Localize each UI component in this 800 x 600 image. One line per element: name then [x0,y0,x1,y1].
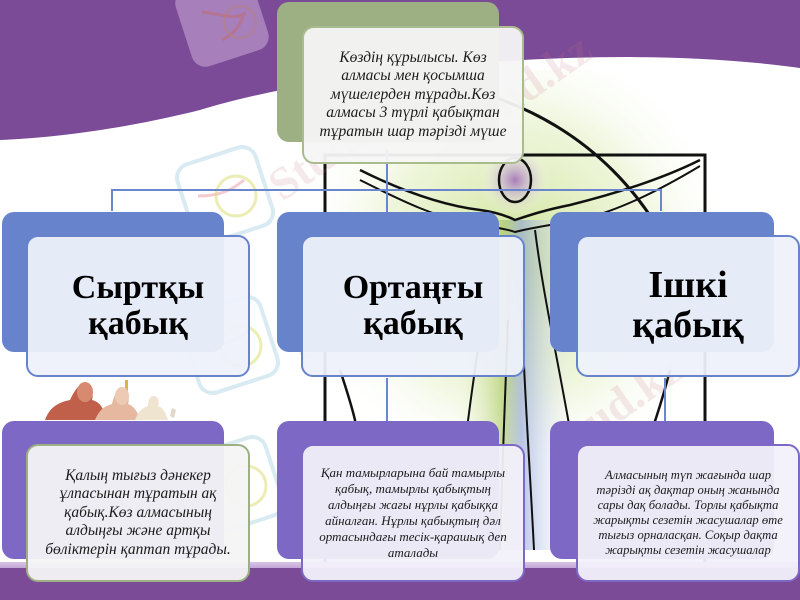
logo-watermark-icon [175,0,269,67]
layer-3-title: Ішкі қабық [632,264,744,346]
anatomy-figures-illustration [45,382,176,420]
connector-middle-lower [386,378,388,422]
layer-3-description: Алмасының түп жағында шар тәрізді ақ дақ… [593,467,783,558]
logo-watermark-icon [174,144,276,240]
layer-3-title-line1: Ішкі [648,264,728,307]
connector-right-drop [660,189,662,211]
layer-3-title-line2: қабық [632,304,744,346]
layer-2-description: Қан тамырларына бай тамырлы қабық, тамыр… [319,465,507,560]
connector-root-vertical [386,150,388,192]
layer-2-title: Ортаңғы қабық [343,270,484,341]
layer-1-title-line1: Сыртқы [71,269,205,307]
layer-1-title: Сыртқы қабық [72,270,204,341]
layer-2-title-line1: Ортаңғы [342,269,484,307]
layer-1-description-node: Қалың тығыз дәнекер ұлпасынан тұратын ақ… [26,444,250,582]
layer-1-description: Қалың тығыз дәнекер ұлпасынан тұратын ақ… [45,466,231,558]
layer-2-title-node: Ортаңғы қабық [301,235,525,377]
connector-middle-drop [386,190,388,212]
root-node: Көздің құрылысы. Көз алмасы мен қосымша … [302,26,524,164]
layer-1-title-node: Сыртқы қабық [26,235,250,377]
connector-left-drop [111,189,113,211]
root-node-text: Көздің құрылысы. Көз алмасы мен қосымша … [319,48,507,140]
connector-right-lower [664,378,666,422]
layer-3-description-node: Алмасының түп жағында шар тәрізді ақ дақ… [576,444,800,582]
layer-2-description-node: Қан тамырларына бай тамырлы қабық, тамыр… [301,444,525,582]
layer-1-title-line2: қабық [88,305,188,342]
layer-2-title-line2: қабық [363,305,463,342]
layer-3-title-node: Ішкі қабық [576,235,800,377]
